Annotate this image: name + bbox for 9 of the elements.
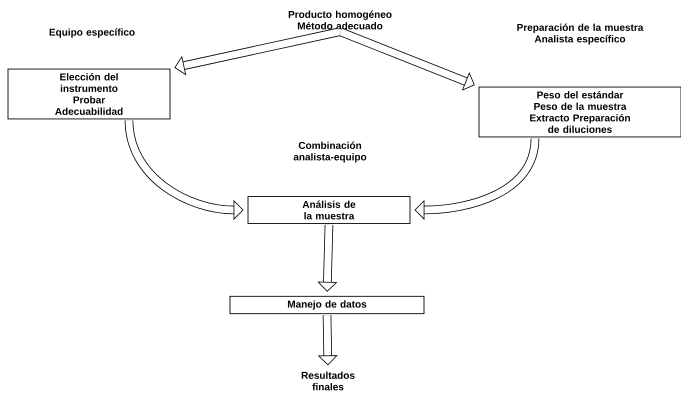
process-box: Elección del instrumento Probar Adecuabilidad	[8, 68, 170, 120]
process-box: Manejo de datos	[230, 296, 424, 314]
label-text: Resultados finales	[302, 372, 355, 390]
process-box: Análisis de la muestra	[248, 196, 410, 224]
heading-text: Equipo específico	[50, 28, 135, 38]
heading-text: Combinación analista-equipo	[294, 142, 366, 162]
process-box: Peso del estándar Peso de la muestra Extracto Preparación de diluciones	[478, 86, 681, 138]
label-text: Producto homogéneo Método adecuado	[288, 10, 392, 30]
heading-text: Preparación de la muestra Analista específico	[517, 24, 644, 44]
